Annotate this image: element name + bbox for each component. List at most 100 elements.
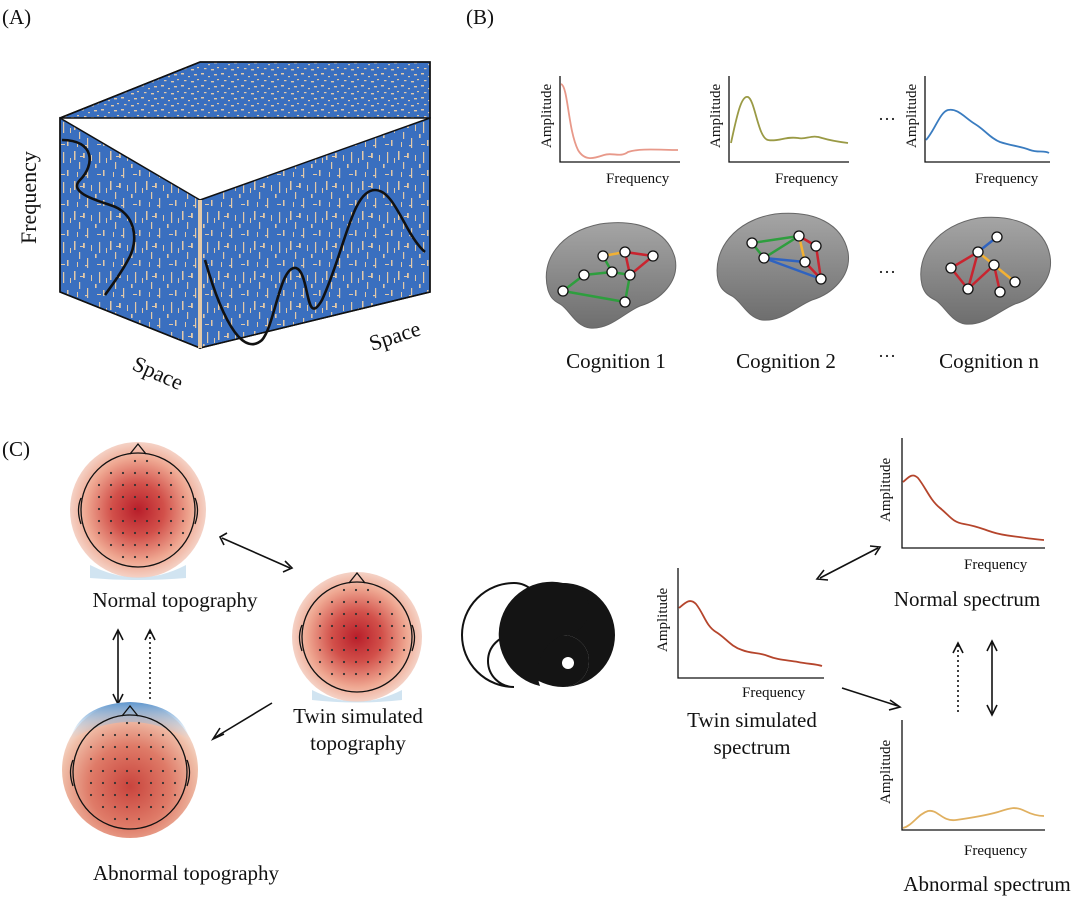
electrode-dot [149, 769, 153, 773]
electrode-dot [113, 757, 117, 761]
electrode-dot [113, 781, 117, 785]
electrode-dot [109, 543, 113, 547]
twin-topo-nose [348, 571, 366, 584]
electrode-dot [97, 507, 101, 511]
electrode-dot [342, 648, 346, 652]
electrode-dot [145, 519, 149, 523]
b-spectrum-1-axes [559, 76, 680, 163]
electrode-dot [125, 805, 129, 809]
brain-2-node [799, 256, 811, 268]
cube-top-face [59, 61, 431, 119]
electrode-dot [109, 495, 113, 499]
twin-topography-map [292, 571, 422, 703]
electrode-dot [342, 600, 346, 604]
b-spectrum-3-ylabel: Amplitude [904, 83, 920, 148]
brain-2-edge [763, 256, 806, 264]
electrode-dot [181, 507, 185, 511]
electrode-dot [402, 636, 406, 640]
normal-topography-label: Normal topography [92, 588, 258, 612]
electrode-dot [145, 543, 149, 547]
electrode-dot [181, 531, 185, 535]
normal-topo-ear-left [77, 497, 82, 525]
brain-2-edge [763, 234, 800, 260]
arrowhead [952, 641, 964, 654]
electrode-dot [133, 555, 137, 559]
electrode-dot [402, 648, 406, 652]
electrode-dot [149, 781, 153, 785]
electrode-dot [366, 588, 370, 592]
electrode-dot [101, 805, 105, 809]
yang-tail [498, 581, 589, 686]
twin-spectrum-label-line1: Twin simulated [687, 708, 817, 732]
electrode-dot [354, 612, 358, 616]
abnormal-topo-nose [121, 704, 139, 717]
panel-b-label: (B) [466, 5, 494, 29]
axis-frequency-label: Frequency [16, 151, 41, 244]
electrode-dot [157, 471, 161, 475]
electrode-dot [137, 721, 141, 725]
electrode-dot [366, 648, 370, 652]
electrode-dot [121, 495, 125, 499]
electrode-dot [354, 588, 358, 592]
brain-2-edge [751, 234, 800, 245]
b-spectrum-3-line [925, 108, 1050, 154]
electrode-dot [89, 745, 93, 749]
electrode-dot [113, 745, 117, 749]
panel-a: (A) Frequency Space Space [2, 5, 431, 395]
electrode-dot [109, 519, 113, 523]
brain-n-node [1009, 276, 1021, 288]
brain-1-edge [562, 289, 626, 304]
cognition-2-label: Cognition 2 [736, 349, 836, 373]
brain-2-node [793, 230, 805, 242]
electrode-dot [366, 624, 370, 628]
electrode-dot [133, 459, 137, 463]
brain-n-node [962, 283, 974, 295]
brain-2-node [815, 273, 827, 285]
twin-topo-head [301, 581, 413, 693]
c-twin-spectrum: Amplitude Frequency [655, 568, 824, 701]
electrode-dot [169, 471, 173, 475]
arrow-twin-normal-spectrum [819, 547, 879, 579]
electrode-dot [169, 531, 173, 535]
twin-topography-label-line1: Twin simulated [293, 704, 423, 728]
electrode-dot [390, 648, 394, 652]
c-abnormal-spectrum-line [902, 807, 1045, 829]
electrode-dot [366, 636, 370, 640]
electrode-dot [109, 507, 113, 511]
electrode-dot [390, 660, 394, 664]
electrode-dot [378, 600, 382, 604]
electrode-dot [137, 781, 141, 785]
electrode-dot [121, 519, 125, 523]
electrode-dot [330, 612, 334, 616]
electrode-dot [121, 531, 125, 535]
electrode-dot [101, 757, 105, 761]
electrode-dot [101, 745, 105, 749]
electrode-dot [342, 672, 346, 676]
electrode-dot [109, 471, 113, 475]
b-spectrum-3-xlabel: Frequency [975, 171, 1039, 187]
arrowhead [986, 639, 998, 652]
electrode-dot [161, 757, 165, 761]
c-normal-spectrum: Amplitude Frequency [878, 438, 1045, 573]
brain-n-edge [967, 264, 995, 290]
electrode-dot [149, 745, 153, 749]
cube-left-face [59, 116, 201, 350]
electrode-dot [145, 555, 149, 559]
electrode-dot [318, 660, 322, 664]
electrode-dot [89, 769, 93, 773]
electrode-dot [330, 600, 334, 604]
electrode-dot [342, 588, 346, 592]
electrode-dot [366, 672, 370, 676]
electrode-dot [149, 805, 153, 809]
abnormal-topo-head [72, 714, 188, 830]
brain-n-node [988, 259, 1000, 271]
brain-network-2 [716, 212, 849, 321]
normal-topo-ear-right [194, 497, 199, 525]
electrode-dot [133, 531, 137, 535]
electrode-dot [101, 769, 105, 773]
brain-2-edge [763, 256, 822, 281]
brain-1-node [578, 269, 590, 281]
electrode-dot [173, 769, 177, 773]
b-spectrum-1-ylabel: Amplitude [539, 83, 555, 148]
